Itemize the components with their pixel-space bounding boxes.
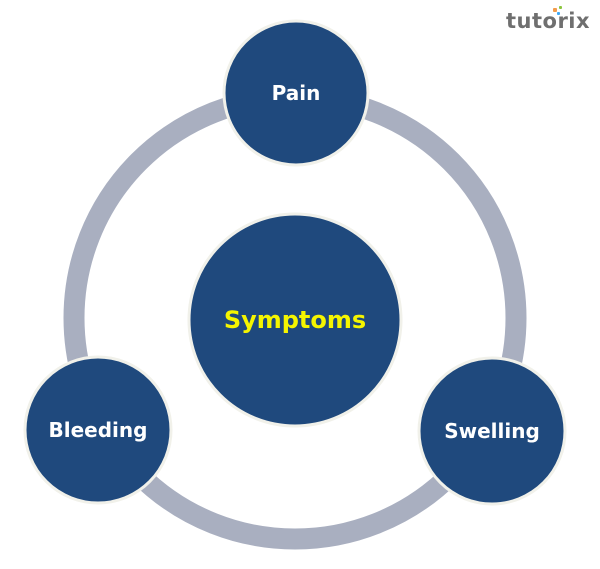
tutorix-logo: tutorix — [506, 6, 596, 36]
node-center-symptoms: Symptoms — [187, 212, 403, 428]
node-bleeding-circle — [23, 355, 173, 505]
node-swelling-circle — [417, 356, 567, 506]
node-bleeding-label: Bleeding — [49, 418, 148, 442]
center-label: Symptoms — [224, 306, 366, 334]
node-pain: Pain — [222, 19, 370, 167]
logo-dot-green — [559, 6, 562, 9]
center-circle — [187, 212, 403, 428]
logo-dot-blue — [557, 12, 560, 15]
node-swelling: Swelling — [417, 356, 567, 506]
node-swelling-label: Swelling — [444, 419, 540, 443]
node-bleeding: Bleeding — [23, 355, 173, 505]
logo-text: tutorix — [506, 9, 591, 33]
logo-dot-orange — [553, 8, 557, 12]
node-pain-label: Pain — [272, 81, 321, 105]
node-pain-circle — [222, 19, 370, 167]
